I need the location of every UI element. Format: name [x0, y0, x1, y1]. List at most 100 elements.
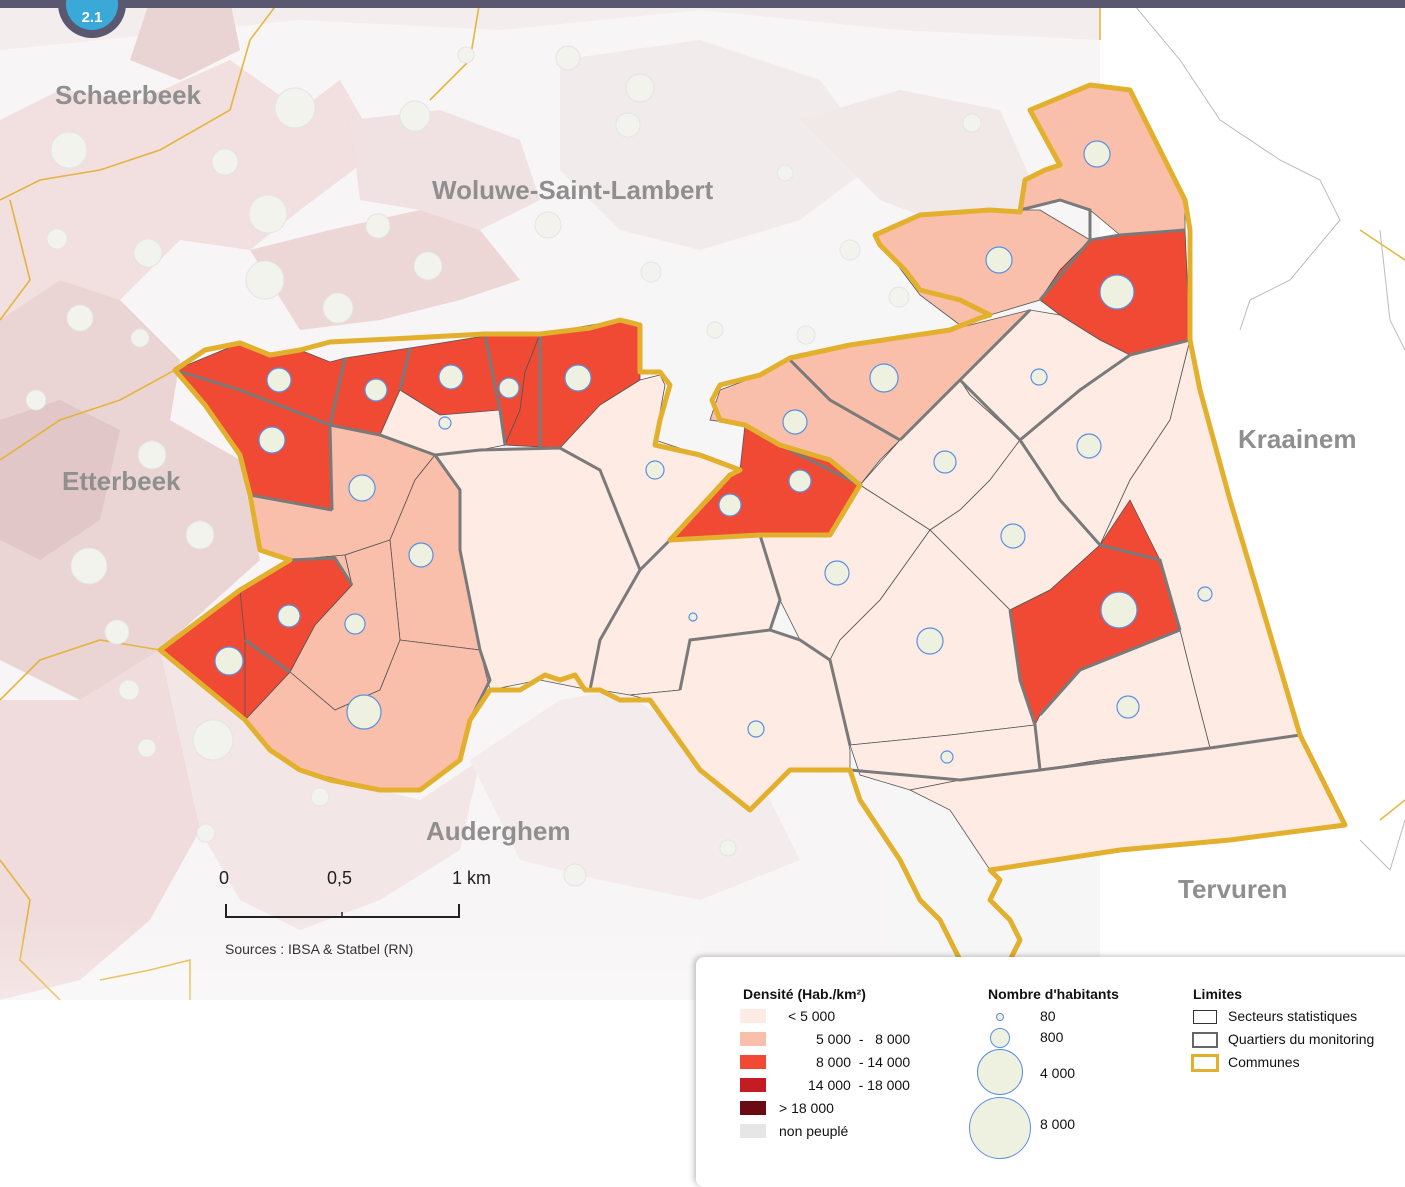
density-label-5: > 18 000 [779, 1100, 834, 1116]
population-circle-25 [1197, 586, 1213, 602]
legend-limits-title: Limites [1193, 986, 1243, 1002]
population-circle-6 [438, 416, 452, 430]
bg-circle-5 [615, 112, 641, 138]
population-circle-11 [214, 646, 244, 676]
bg-circle-6 [50, 131, 88, 169]
population-circle-21 [1000, 523, 1026, 549]
bg-circle-8 [248, 194, 288, 234]
quarter-borders [174, 198, 1301, 782]
population-circle-9 [277, 604, 301, 628]
fade-overlay [0, 920, 700, 1177]
population-circle-8000 [969, 1097, 1031, 1159]
population-circles [214, 140, 1213, 764]
bg-circle-30 [719, 839, 737, 857]
density-swatch-5 [740, 1101, 766, 1115]
bg-circle-28 [196, 823, 216, 843]
density-label-2: 5 000 - 8 000 [816, 1031, 911, 1047]
limit-swatch-communes [1191, 1054, 1219, 1072]
bg-circle-1 [399, 100, 431, 132]
label-tervuren: Tervuren [1178, 874, 1287, 904]
bg-circle-21 [185, 520, 215, 550]
bg-circle-15 [365, 213, 391, 239]
population-circle-800 [990, 1028, 1010, 1048]
bg-circle-24 [192, 719, 234, 761]
population-circle-31 [1083, 140, 1111, 168]
population-circle-20 [1076, 433, 1102, 459]
bg-circle-22 [70, 547, 108, 585]
population-circle-16 [782, 409, 808, 435]
population-circle-13 [645, 460, 665, 480]
commune-border [157, 82, 1348, 1003]
population-circle-32 [1099, 274, 1135, 310]
sector-polygons [159, 84, 1346, 871]
population-circle-4 [564, 364, 592, 392]
label-woluwe: Woluwe-Saint-Lambert [432, 175, 714, 205]
density-label-4: 14 000 - 18 000 [808, 1077, 910, 1093]
label-schaerbeek: Schaerbeek [55, 80, 202, 110]
scale-tick-0: 0 [219, 868, 229, 888]
density-label-3: 8 000 - 14 000 [816, 1054, 911, 1070]
population-label-800: 800 [1040, 1029, 1064, 1045]
background-commune-borders [0, 0, 1405, 1001]
population-circle-10 [344, 613, 366, 635]
bg-circle-33 [888, 286, 910, 308]
map-number-badge: 2.1 [58, 0, 126, 38]
bg-circle-10 [46, 228, 68, 250]
population-circle-8 [408, 542, 434, 568]
legend-density-title: Densité (Hab./km²) [743, 986, 866, 1002]
bg-circle-7 [211, 148, 239, 176]
bg-circle-12 [322, 292, 354, 324]
top-banner [0, 0, 1405, 8]
population-circle-0 [266, 367, 292, 393]
commune-labels: Schaerbeek Woluwe-Saint-Lambert Etterbee… [55, 80, 1357, 904]
bg-circle-29 [563, 863, 587, 887]
legend-population-title: Nombre d'habitants [988, 986, 1119, 1002]
population-circle-4000 [977, 1049, 1023, 1095]
population-circle-5 [258, 426, 286, 454]
label-kraainem: Kraainem [1238, 424, 1357, 454]
bg-circle-16 [640, 261, 662, 283]
bg-circle-2 [555, 45, 581, 71]
bg-circle-17 [66, 304, 94, 332]
limit-swatch-sectors [1193, 1010, 1217, 1024]
bg-circle-31 [776, 164, 794, 182]
density-label-6: non peuplé [779, 1123, 849, 1139]
limit-label-communes: Communes [1228, 1054, 1300, 1070]
population-circle-12 [346, 694, 382, 730]
population-label-80: 80 [1040, 1008, 1056, 1024]
population-circle-2 [438, 364, 464, 390]
scale-tick-05: 0,5 [327, 868, 352, 888]
bg-circle-27 [310, 787, 330, 807]
population-circle-17 [869, 363, 899, 393]
map-number: 2.1 [66, 0, 118, 30]
population-circle-18 [933, 450, 957, 474]
density-swatch-6 [740, 1124, 766, 1138]
bg-circle-20 [25, 389, 47, 411]
density-swatch-2 [740, 1032, 766, 1046]
bg-circle-11 [245, 260, 285, 300]
population-circle-22 [824, 560, 850, 586]
bg-circle-35 [796, 325, 816, 345]
bg-circle-23 [104, 619, 130, 645]
bg-circle-13 [413, 251, 443, 281]
population-circle-3 [498, 377, 520, 399]
background-circles [25, 45, 982, 887]
bg-circle-32 [962, 113, 982, 133]
bg-circle-26 [118, 679, 140, 701]
population-circle-1 [364, 378, 388, 402]
bg-circle-0 [274, 87, 316, 129]
bg-circle-3 [457, 46, 475, 64]
density-label-1: < 5 000 [788, 1008, 836, 1024]
limit-swatch-quarters [1192, 1032, 1218, 1048]
sources-text: Sources : IBSA & Statbel (RN) [225, 941, 413, 957]
density-swatch-3 [740, 1055, 766, 1069]
population-circle-15 [788, 469, 812, 493]
population-circle-23 [916, 627, 944, 655]
population-circle-24 [1100, 591, 1138, 629]
population-circle-14 [718, 493, 742, 517]
limit-label-quarters: Quartiers du monitoring [1228, 1031, 1375, 1047]
bg-circle-25 [137, 738, 157, 758]
population-circle-26 [1116, 695, 1140, 719]
